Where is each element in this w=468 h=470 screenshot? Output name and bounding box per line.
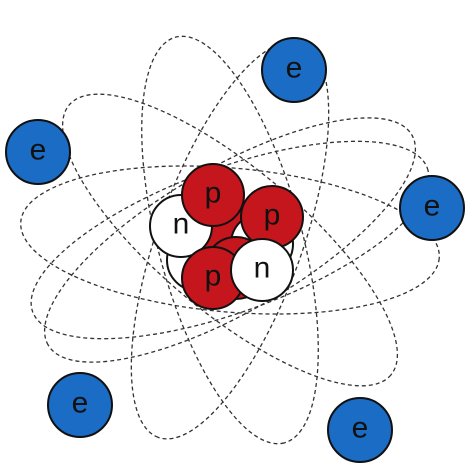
electron-2: e xyxy=(5,119,71,185)
electron-5-circle xyxy=(327,397,393,463)
orbit-3 xyxy=(61,93,399,387)
proton-4-label: p xyxy=(205,260,222,293)
orbit-2 xyxy=(20,165,440,315)
proton-4: p xyxy=(181,246,245,310)
proton-2-circle xyxy=(181,163,245,227)
electron-3: e xyxy=(399,175,465,241)
electron-4-label: e xyxy=(72,387,89,420)
orbit-1 xyxy=(30,140,430,340)
electron-4: e xyxy=(47,372,113,438)
electron-3-label: e xyxy=(424,190,441,223)
electron-5-label: e xyxy=(352,412,369,445)
neutron-5: n xyxy=(230,238,294,302)
electron-4-circle xyxy=(47,372,113,438)
neutron-5-circle xyxy=(230,238,294,302)
electron-2-label: e xyxy=(30,134,47,167)
electron-2-circle xyxy=(5,119,71,185)
proton-3: p xyxy=(240,185,304,249)
electron-5: e xyxy=(327,397,393,463)
proton-3-label: p xyxy=(264,199,281,232)
electron-group: e e e e e xyxy=(5,37,465,463)
neutron-5-label: n xyxy=(254,252,271,285)
electron-1-label: e xyxy=(286,52,303,85)
electron-1: e xyxy=(261,37,327,103)
neutron-1-label: n xyxy=(173,208,190,241)
proton-2-label: p xyxy=(205,177,222,210)
proton-2: p xyxy=(181,163,245,227)
electron-3-circle xyxy=(399,175,465,241)
orbit-4 xyxy=(141,35,319,445)
electron-1-circle xyxy=(261,37,327,103)
